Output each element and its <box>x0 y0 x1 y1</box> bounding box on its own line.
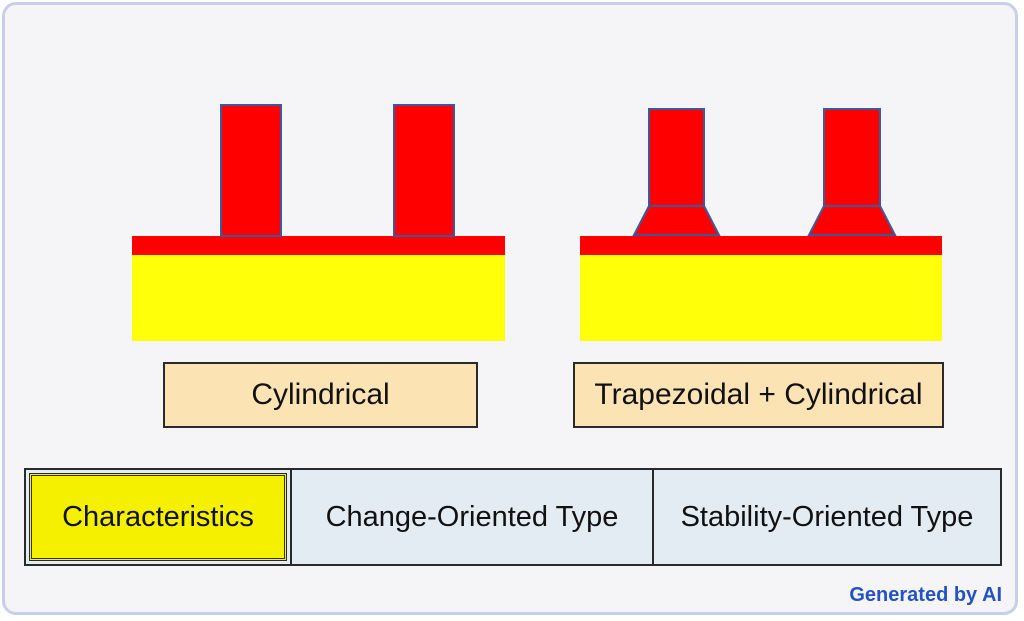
trapezoidal-cylindrical-structure <box>580 108 942 341</box>
trapezoid-base-1 <box>632 205 721 236</box>
trapezoid-base-2 <box>807 205 897 236</box>
change-oriented-column: Change-Oriented Type <box>290 470 652 564</box>
cylinder-pillar-1 <box>220 104 282 237</box>
substrate-left <box>132 255 505 341</box>
red-layer-right <box>580 236 942 255</box>
generated-by-ai-note: Generated by AI <box>849 584 1002 606</box>
trapezoid-pillar-2 <box>823 108 881 207</box>
stability-oriented-column: Stability-Oriented Type <box>652 470 1000 564</box>
structure-diagrams <box>132 104 942 341</box>
substrate-right <box>580 255 942 341</box>
red-layer-left <box>132 236 505 255</box>
cylinder-pillar-2 <box>393 104 455 237</box>
characteristics-table: Characteristics Change-Oriented Type Sta… <box>24 468 1002 566</box>
cylindrical-structure <box>132 104 505 341</box>
characteristics-header: Characteristics <box>29 473 287 561</box>
cylindrical-label: Cylindrical <box>163 362 478 428</box>
trapezoid-pillar-1 <box>648 108 705 207</box>
trapezoidal-cylindrical-label: Trapezoidal + Cylindrical <box>573 362 944 428</box>
